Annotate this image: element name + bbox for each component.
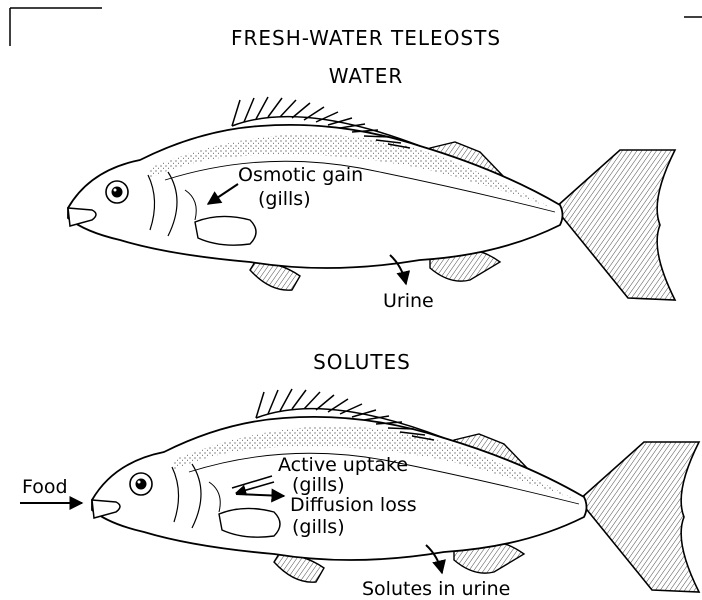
active-uptake-label: Active uptake	[278, 454, 408, 476]
active-uptake-sublabel: (gills)	[292, 474, 345, 496]
solutes-in-urine-label: Solutes in urine	[362, 578, 510, 600]
food-label: Food	[22, 476, 68, 498]
diagram-title: FRESH-WATER TELEOSTS	[231, 26, 501, 50]
diffusion-loss-label: Diffusion loss	[290, 494, 417, 516]
panel-heading-water: WATER	[329, 64, 404, 88]
osmotic-gain-sublabel: (gills)	[258, 188, 311, 210]
panel-heading-solutes: SOLUTES	[313, 350, 411, 374]
fish-illustration-water	[68, 97, 675, 300]
urine-label: Urine	[383, 290, 434, 312]
fish-illustration-solutes	[92, 389, 699, 592]
diffusion-loss-sublabel: (gills)	[292, 516, 345, 538]
osmotic-gain-label: Osmotic gain	[238, 164, 363, 186]
